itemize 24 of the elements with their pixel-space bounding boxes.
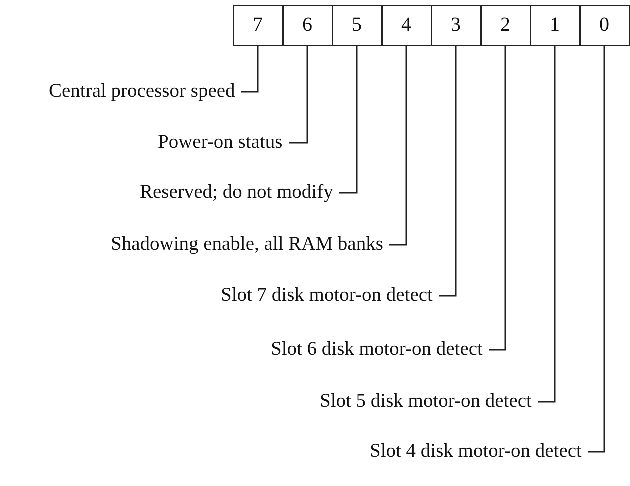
- bit-cell: 3: [431, 5, 481, 46]
- bit-description: Central processor speed: [49, 80, 236, 104]
- bit-description: Slot 7 disk motor-on detect: [221, 284, 433, 308]
- bit-cell: 4: [382, 5, 432, 46]
- leader-line: [538, 46, 556, 403]
- bit-cell: 2: [480, 5, 530, 46]
- bit-cell: 6: [282, 5, 332, 46]
- bit-description: Slot 6 disk motor-on detect: [271, 338, 483, 362]
- leader-line: [489, 46, 506, 351]
- leader-line: [439, 46, 457, 297]
- bit-description: Reserved; do not modify: [140, 181, 334, 205]
- bit-cell: 5: [332, 5, 382, 46]
- bit-description: Power-on status: [158, 131, 283, 155]
- bit-cell: 7: [233, 5, 283, 46]
- bit-description: Slot 5 disk motor-on detect: [320, 390, 532, 414]
- leader-line: [289, 46, 308, 144]
- bit-description: Shadowing enable, all RAM banks: [111, 233, 384, 257]
- leader-line: [241, 46, 259, 93]
- bit-description: Slot 4 disk motor-on detect: [370, 440, 582, 464]
- leader-line: [588, 46, 606, 453]
- leader-line: [389, 46, 408, 246]
- leader-line: [339, 46, 358, 194]
- bit-cell: 0: [580, 5, 630, 46]
- bit-cell: 1: [530, 5, 580, 46]
